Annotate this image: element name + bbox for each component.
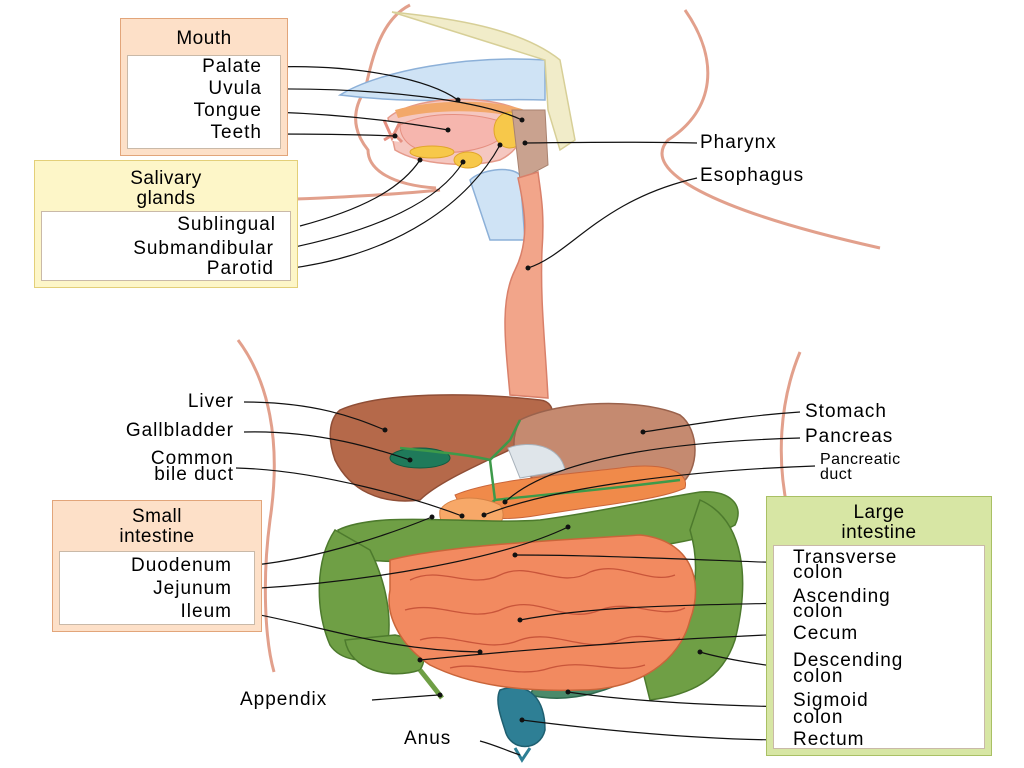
gallbladder-shape	[389, 447, 451, 469]
small-intestine-title-1: Small	[131, 506, 182, 527]
label-pancreatic-duct-2: duct	[820, 466, 853, 483]
tongue-shape	[399, 114, 511, 154]
label-teeth: Teeth	[210, 122, 262, 143]
palate-shape	[395, 101, 525, 118]
label-ileum: Ileum	[180, 601, 232, 622]
gland-submandibular	[453, 151, 483, 169]
label-pharynx: Pharynx	[700, 132, 777, 153]
label-transverse-colon-1: Transverse	[793, 547, 898, 568]
label-descending-colon-2: colon	[793, 666, 844, 687]
salivary-box: Salivary glands	[34, 160, 298, 288]
label-esophagus: Esophagus	[700, 165, 805, 186]
bile-duct-lines	[399, 419, 681, 521]
anus-shape	[513, 747, 532, 763]
large-intestine-title-1: Large	[853, 502, 905, 523]
label-stomach: Stomach	[805, 401, 887, 422]
label-uvula: Uvula	[208, 78, 262, 99]
small-intestine-box: Small intestine	[52, 500, 262, 632]
label-rectum: Rectum	[793, 729, 865, 750]
intestine-coils	[404, 568, 686, 673]
mouth-list	[127, 55, 281, 149]
salivary-title-1: Salivary	[130, 168, 202, 189]
leader-dots	[382, 97, 703, 723]
label-common-bile-duct-1: Common	[150, 448, 234, 469]
salivary-title-2: glands	[136, 188, 196, 209]
label-descending-colon-1: Descending	[793, 650, 904, 671]
rectum-shape	[497, 686, 546, 748]
gland-sublingual	[409, 145, 455, 159]
label-liver: Liver	[187, 391, 234, 412]
label-transverse-colon-2: colon	[793, 562, 844, 583]
label-palate: Palate	[202, 56, 262, 77]
label-gallbladder: Gallbladder	[125, 420, 234, 441]
label-sigmoid-colon-2: colon	[793, 707, 844, 728]
label-cecum: Cecum	[793, 623, 859, 644]
label-ascending-colon-2: colon	[793, 601, 844, 622]
label-parotid: Parotid	[206, 258, 274, 279]
label-appendix: Appendix	[240, 689, 328, 710]
label-sigmoid-colon-1: Sigmoid	[793, 690, 869, 711]
larynx-shape	[469, 168, 526, 241]
label-jejunum: Jejunum	[153, 578, 232, 599]
skull-region	[391, 11, 576, 152]
label-pancreas: Pancreas	[805, 426, 894, 447]
nasal-cavity	[337, 58, 546, 102]
mouth-title: Mouth	[176, 28, 232, 49]
label-sublingual: Sublingual	[177, 214, 276, 235]
pharynx-shape	[511, 109, 549, 181]
label-anus: Anus	[404, 728, 452, 749]
label-common-bile-duct-2: bile duct	[154, 464, 234, 485]
small-intestine-title-2: intestine	[119, 526, 195, 547]
label-ascending-colon-1: Ascending	[793, 586, 891, 607]
large-intestine-title-2: intestine	[841, 522, 917, 543]
small-intestine-list	[59, 551, 255, 625]
large-intestine-box: Large intestine	[766, 496, 992, 756]
large-intestine-list	[773, 545, 985, 749]
label-submandibular: Submandibular	[133, 238, 274, 259]
label-tongue: Tongue	[193, 100, 262, 121]
leader-lines	[235, 66, 816, 756]
salivary-list	[41, 211, 291, 281]
esophagus-tube	[504, 171, 549, 399]
label-pancreatic-duct-1: Pancreatic	[820, 451, 901, 468]
label-duodenum: Duodenum	[131, 555, 232, 576]
mouth-box: Mouth	[120, 18, 288, 156]
